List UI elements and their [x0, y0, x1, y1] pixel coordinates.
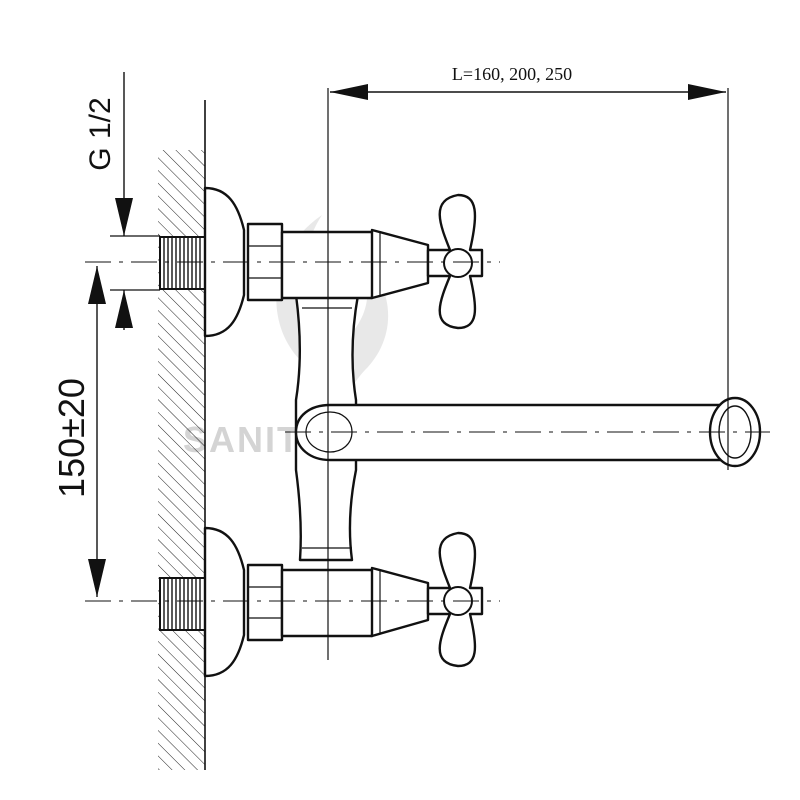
- upper-handle-hub: [443, 248, 473, 278]
- length-dimension-label: L=160, 200, 250: [452, 64, 572, 84]
- upper-valve-cone: [370, 228, 430, 300]
- spacing-dimension: [88, 266, 106, 597]
- thread-lower: [159, 577, 206, 631]
- thread-dimension-label: G 1/2: [84, 97, 117, 170]
- upper-hex-nut: [246, 222, 284, 302]
- length-dimension: [330, 84, 726, 100]
- spacing-dimension-label: 150±20: [51, 378, 92, 498]
- center-lines: [85, 88, 770, 660]
- thread-dimension: [110, 72, 160, 330]
- lower-hex-nut: [246, 563, 284, 642]
- lower-escutcheon: [203, 526, 246, 678]
- thread-upper: [159, 236, 206, 290]
- lower-valve-cone: [370, 566, 430, 638]
